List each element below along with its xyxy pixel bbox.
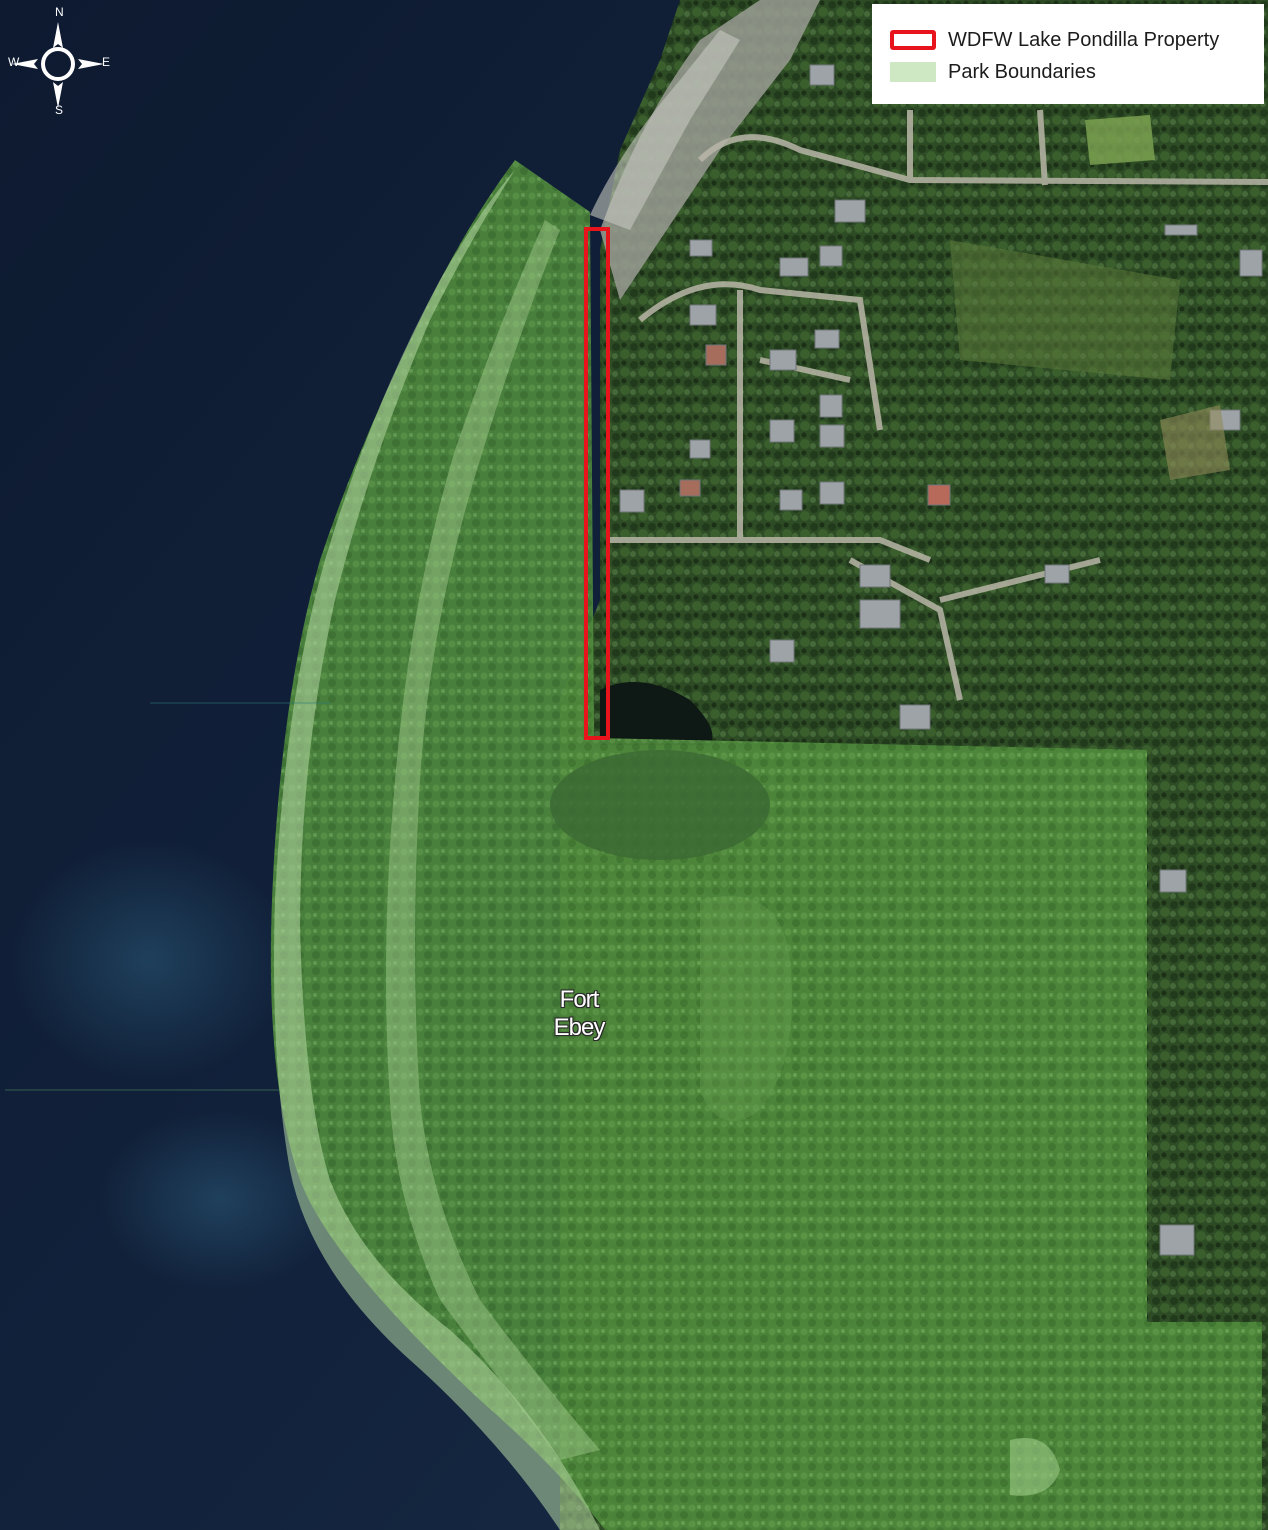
compass-south-label: S [55, 103, 64, 117]
legend-label-property: WDFW Lake Pondilla Property [948, 28, 1220, 51]
map-legend: WDFW Lake Pondilla Property Park Boundar… [872, 4, 1264, 104]
houses [619, 64, 1263, 1256]
park-boundary [270, 160, 1262, 1530]
compass-rose: N S E W [8, 4, 118, 116]
lake-pondilla [600, 682, 713, 745]
park-fill-swatch-icon [890, 62, 936, 82]
lake-in-park [550, 750, 770, 860]
wdfw-property-outline [584, 227, 610, 740]
place-label-line-1: Fort [559, 986, 600, 1013]
place-label-line-2: Ebey [553, 1014, 606, 1041]
compass-north-label: N [55, 5, 64, 19]
compass-east-label: E [102, 55, 111, 69]
legend-item-park: Park Boundaries [890, 58, 1096, 86]
place-label-fort-ebey: Fort Ebey [538, 986, 620, 1042]
property-outline-swatch-icon [890, 30, 936, 50]
legend-label-park: Park Boundaries [948, 60, 1096, 83]
compass-west-label: W [8, 55, 20, 69]
legend-item-property: WDFW Lake Pondilla Property [890, 26, 1219, 54]
compass-rose-icon [12, 22, 104, 108]
